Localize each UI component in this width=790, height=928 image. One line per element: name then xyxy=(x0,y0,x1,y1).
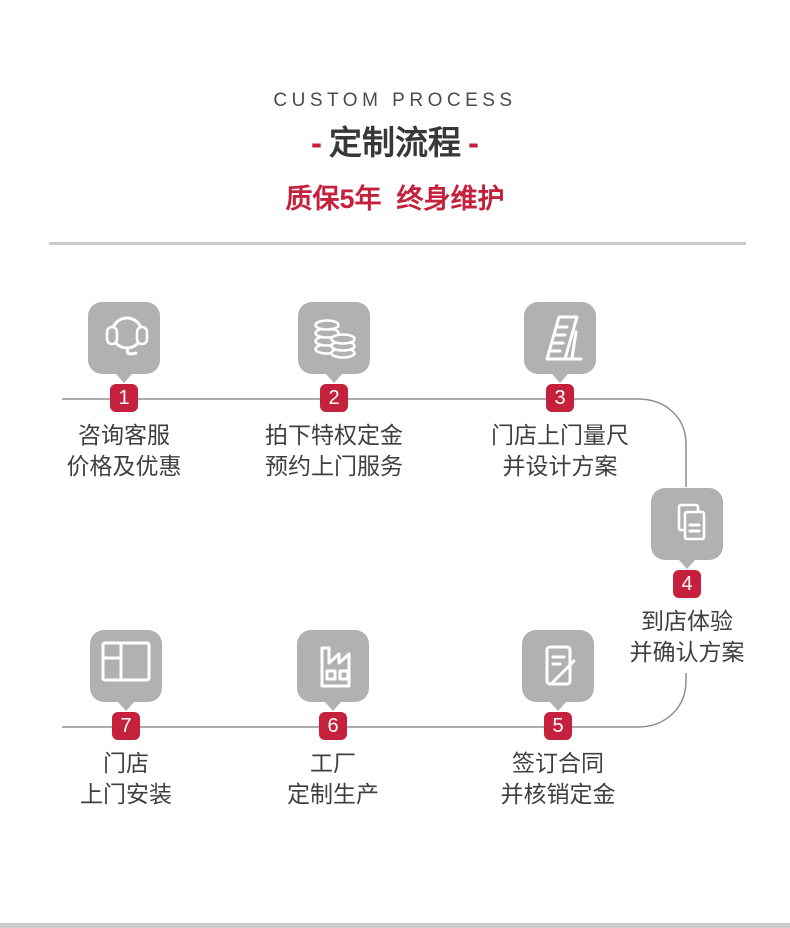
headset-icon xyxy=(88,302,160,374)
step-label: 工厂 定制生产 xyxy=(287,748,379,810)
step-label-line2: 并确认方案 xyxy=(629,639,745,665)
process-step-3: 3 门店上门量尺 并设计方案 xyxy=(455,302,665,482)
title-right-dash: - xyxy=(468,124,479,161)
bottom-divider xyxy=(0,923,790,928)
process-step-2: 2 拍下特权定金 预约上门服务 xyxy=(229,302,439,482)
step-label-line2: 定制生产 xyxy=(287,781,379,807)
factory-icon xyxy=(297,630,369,702)
step-label: 门店上门量尺 并设计方案 xyxy=(491,420,629,482)
step-label-line1: 门店上门量尺 xyxy=(491,422,629,448)
coins-icon xyxy=(298,302,370,374)
contract-icon xyxy=(522,630,594,702)
step-label-line2: 上门安装 xyxy=(80,781,172,807)
step-number-badge: 7 xyxy=(112,712,140,740)
header-divider xyxy=(49,242,746,245)
step-label-line1: 拍下特权定金 xyxy=(265,422,403,448)
step-label: 拍下特权定金 预约上门服务 xyxy=(265,420,403,482)
step-number-badge: 1 xyxy=(110,384,138,412)
warranty-subtitle: 质保5年 终身维护 xyxy=(285,184,505,214)
step-number-badge: 6 xyxy=(319,712,347,740)
step-number-badge: 3 xyxy=(546,384,574,412)
step-number-badge: 4 xyxy=(673,570,701,598)
step-label-line1: 到店体验 xyxy=(641,608,733,634)
process-step-4: 4 到店体验 并确认方案 xyxy=(582,488,790,668)
step-label: 签订合同 并核销定金 xyxy=(501,748,616,810)
step-label-line1: 门店 xyxy=(103,750,149,776)
step-number-badge: 2 xyxy=(320,384,348,412)
ruler-icon xyxy=(524,302,596,374)
step-label-line2: 并核销定金 xyxy=(500,781,616,807)
page-title-text: 定制流程 xyxy=(329,124,461,161)
store-icon xyxy=(90,630,162,702)
process-step-5: 5 签订合同 并核销定金 xyxy=(453,630,663,810)
process-step-6: 6 工厂 定制生产 xyxy=(228,630,438,810)
eyebrow-title: CUSTOM PROCESS xyxy=(273,90,517,111)
page-title: -定制流程- xyxy=(0,116,790,164)
documents-icon xyxy=(651,488,723,560)
step-label-line2: 预约上门服务 xyxy=(265,453,403,479)
title-left-dash: - xyxy=(311,124,322,161)
step-label-line1: 工厂 xyxy=(310,750,356,776)
step-label: 门店 上门安装 xyxy=(80,748,172,810)
step-label: 到店体验 并确认方案 xyxy=(630,606,745,668)
step-number-badge: 5 xyxy=(544,712,572,740)
step-label-line1: 咨询客服 xyxy=(78,422,170,448)
step-label-line2: 并设计方案 xyxy=(502,453,618,479)
step-label: 咨询客服 价格及优惠 xyxy=(67,420,182,482)
step-label-line1: 签订合同 xyxy=(512,750,604,776)
process-step-7: 7 门店 上门安装 xyxy=(21,630,231,810)
process-step-1: 1 咨询客服 价格及优惠 xyxy=(19,302,229,482)
step-label-line2: 价格及优惠 xyxy=(66,453,182,479)
